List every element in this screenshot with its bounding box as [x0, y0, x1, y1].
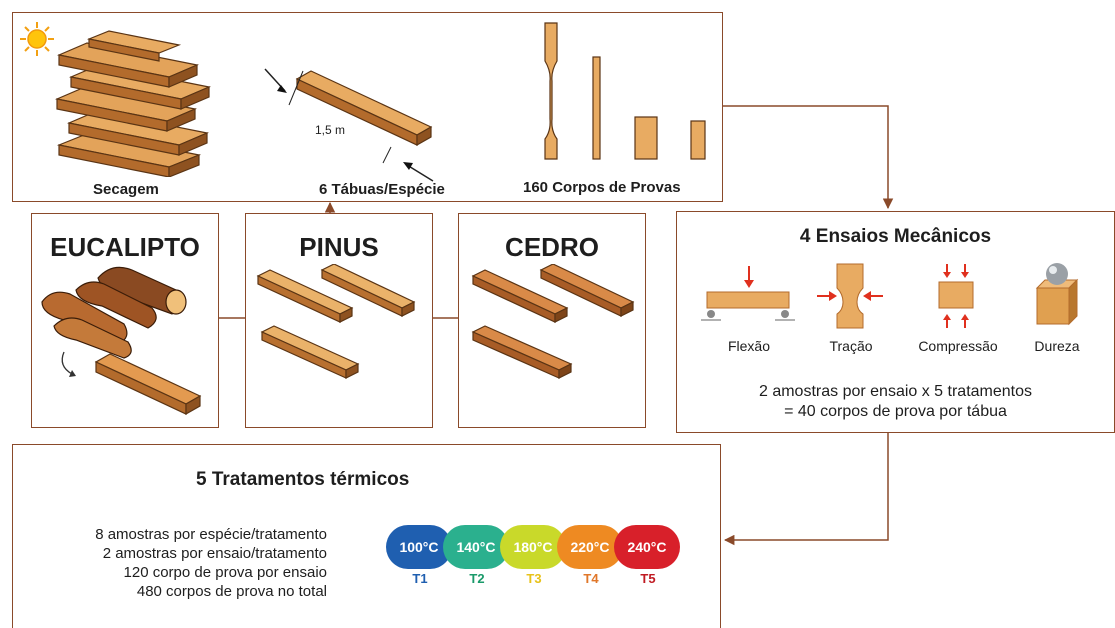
temp-pill-t1: 100°C — [386, 525, 452, 569]
temp-label-t1: T1 — [412, 571, 428, 586]
sun-icon — [20, 22, 54, 56]
temp-label-t5: T5 — [640, 571, 656, 586]
pine-boards-illustration — [256, 264, 416, 379]
test-label-bending: Flexão — [727, 338, 771, 354]
treatments-title: 5 Tratamentos térmicos — [196, 469, 410, 490]
cedar-boards-illustration — [471, 264, 635, 379]
label-length: 1,5 m — [315, 123, 346, 137]
treatments-notes: 8 amostras por espécie/tratamento 2 amos… — [27, 525, 327, 601]
tests-title: 4 Ensaios Mecânicos — [799, 226, 992, 247]
label-specimens: 160 Corpos de Provas — [523, 179, 681, 196]
species-name: CEDRO — [505, 232, 599, 262]
species-box-cedro: CEDRO — [458, 213, 646, 428]
species-name: PINUS — [299, 232, 379, 262]
arrow-top-to-tests — [722, 105, 894, 210]
label-boards: 6 Tábuas/Espécie — [319, 181, 445, 198]
temp-pill-t2: 140°C — [443, 525, 509, 569]
treatment-note: 120 corpo de prova por ensaio — [123, 564, 327, 581]
arrow-tests-to-treatments — [723, 433, 889, 546]
treatment-note: 2 amostras por ensaio/tratamento — [102, 545, 327, 562]
lumber-stack-illustration — [54, 30, 212, 177]
preparation-panel: Secagem 1,5 m 6 Tábuas/Espécie 160 Corpo… — [12, 12, 723, 202]
board-dimension-illustration — [264, 68, 434, 182]
species-name: EUCALIPTO — [50, 232, 200, 262]
label-drying: Secagem — [93, 181, 159, 198]
bending-test-icon — [701, 266, 795, 321]
hardness-test-icon — [1035, 263, 1079, 326]
tests-note-line1: 2 amostras por ensaio x 5 tratamentos — [758, 383, 1033, 400]
temp-label-t4: T4 — [583, 571, 599, 586]
temp-pill-t4: 220°C — [557, 525, 623, 569]
temp-label-t2: T2 — [469, 571, 485, 586]
temp-pill-t3: 180°C — [500, 525, 566, 569]
mechanical-tests-panel: 4 Ensaios Mecânicos Flexão Tração Comp — [676, 211, 1115, 433]
temp-label-t3: T3 — [526, 571, 542, 586]
species-box-pinus: PINUS — [245, 213, 433, 428]
temp-pill-t5: 240°C — [614, 525, 680, 569]
compression-test-icon — [938, 264, 974, 328]
test-label-hardness: Dureza — [1034, 338, 1080, 354]
test-label-tension: Tração — [829, 338, 873, 354]
logs-and-board-illustration — [41, 266, 202, 416]
treatment-note: 480 corpos de prova no total — [136, 583, 327, 600]
specimens-illustration — [544, 22, 706, 160]
tests-note-line2: = 40 corpos de prova por tábua — [784, 403, 1007, 420]
treatment-note: 8 amostras por espécie/tratamento — [95, 526, 327, 543]
tension-test-icon — [817, 263, 883, 329]
test-label-compression: Compressão — [918, 338, 998, 354]
species-box-eucalipto: EUCALIPTO — [31, 213, 219, 428]
